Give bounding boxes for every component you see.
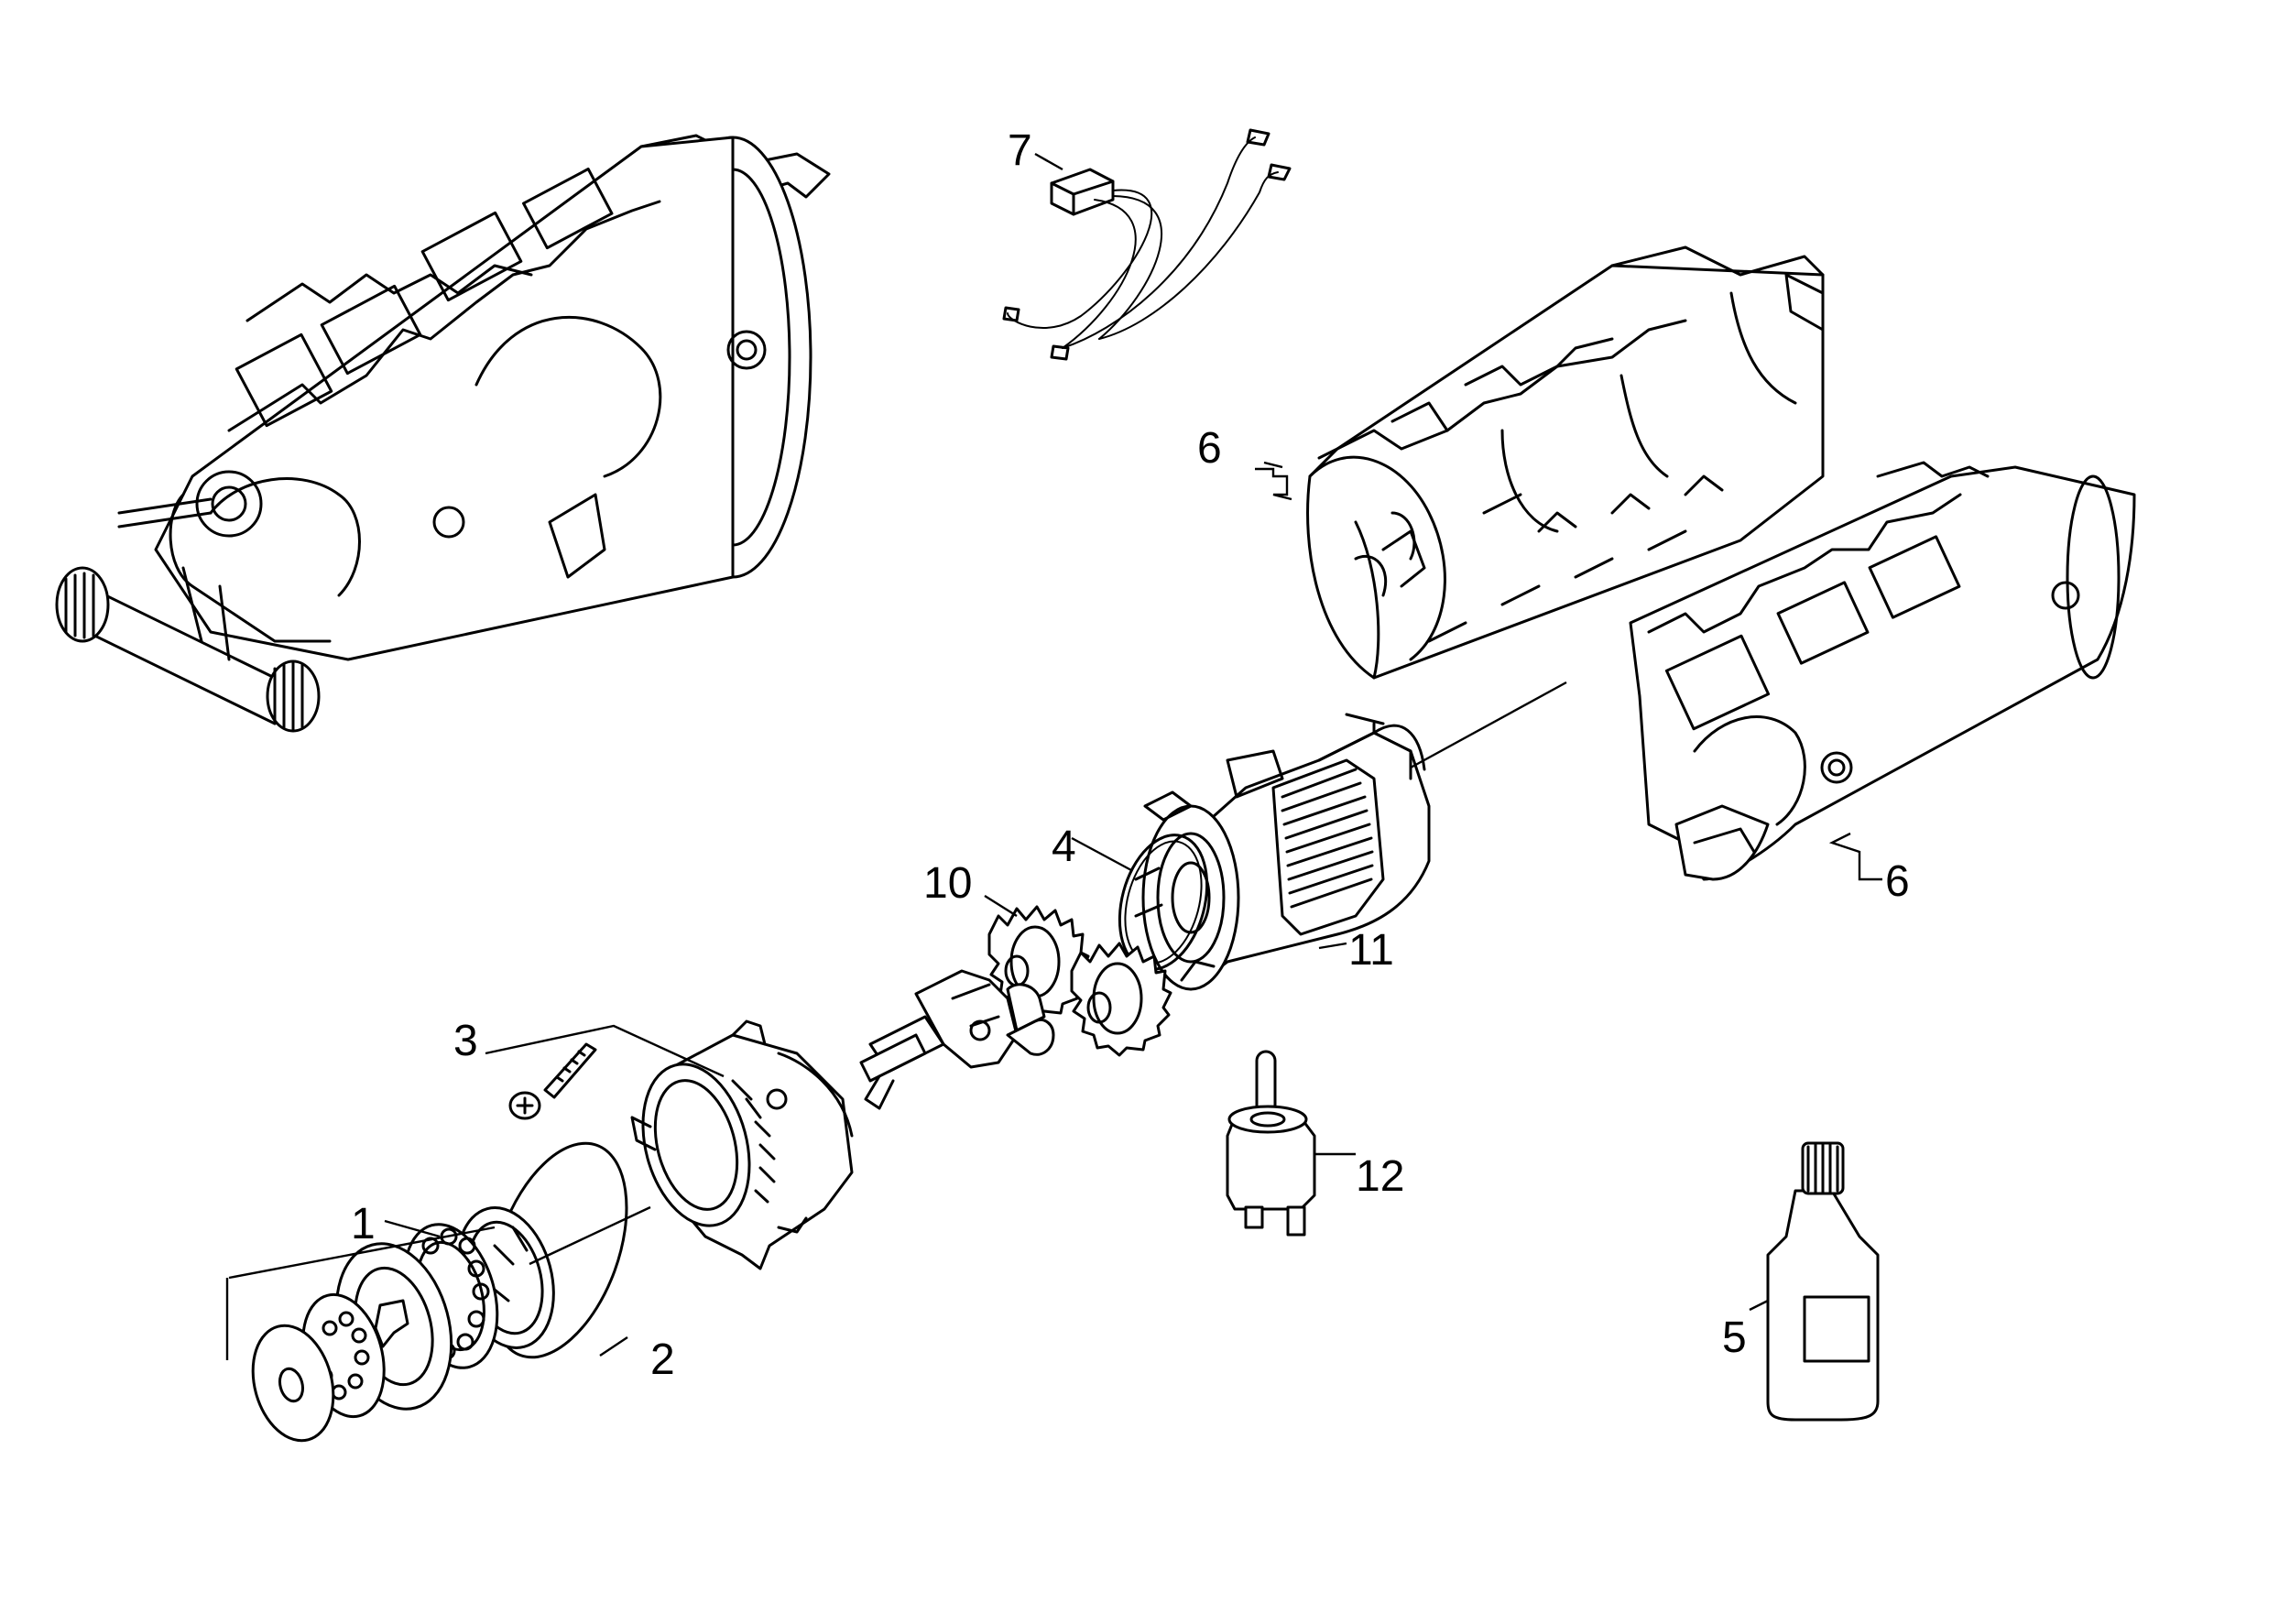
pump-head bbox=[630, 1019, 854, 1270]
callout-3: 3 bbox=[453, 1017, 478, 1065]
rubber-mount-12 bbox=[1226, 1050, 1316, 1237]
cable-harness bbox=[1002, 128, 1292, 361]
callout-10: 10 bbox=[923, 859, 972, 908]
leader-lines bbox=[225, 152, 1882, 1360]
callout-2: 2 bbox=[650, 1335, 675, 1384]
callout-5: 5 bbox=[1722, 1313, 1747, 1362]
callout-1: 1 bbox=[351, 1200, 376, 1248]
callout-6-upper: 6 bbox=[1197, 424, 1222, 473]
callout-11: 11 bbox=[1348, 926, 1394, 975]
callout-7: 7 bbox=[1008, 126, 1032, 175]
pump-housing-assembly bbox=[55, 134, 831, 733]
valve-kit-1 bbox=[251, 1206, 555, 1443]
housing-half-shell-upper bbox=[1306, 245, 1825, 680]
screw-3 bbox=[508, 1042, 597, 1120]
callout-6-lower: 6 bbox=[1885, 857, 1910, 906]
callout-12: 12 bbox=[1356, 1152, 1404, 1201]
electric-motor bbox=[1134, 713, 1431, 991]
gear-second bbox=[1070, 942, 1172, 1057]
housing-half-shell-lower bbox=[1629, 461, 2136, 881]
callout-4: 4 bbox=[1052, 823, 1076, 871]
oil-bottle-5 bbox=[1766, 1141, 1880, 1422]
callouts: 1 2 3 4 5 6 6 7 10 11 12 bbox=[351, 126, 1910, 1384]
wobble-plate-shaft bbox=[859, 969, 1055, 1110]
